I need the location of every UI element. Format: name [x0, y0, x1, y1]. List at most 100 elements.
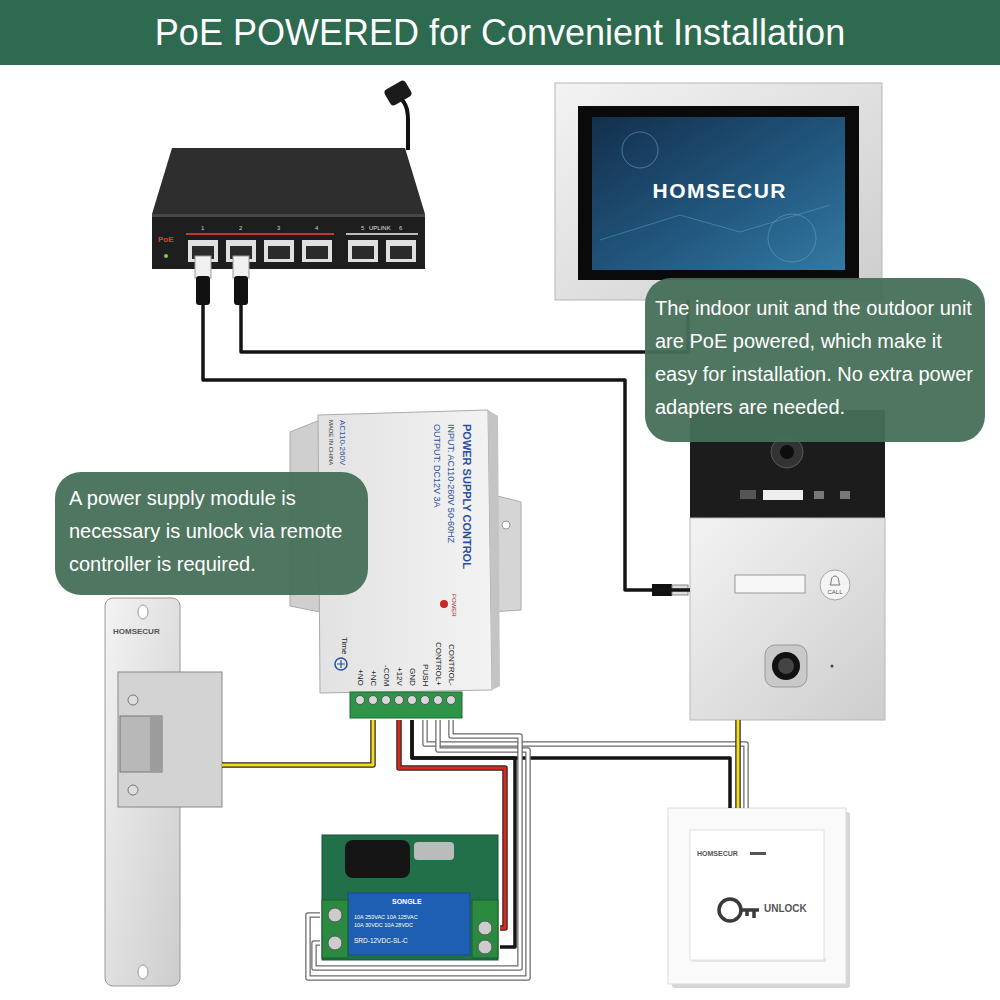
time-knob-mark — [337, 660, 345, 668]
wire — [222, 720, 373, 765]
light-strip — [763, 490, 803, 500]
antenna-coil — [345, 840, 410, 878]
screw-hole — [138, 965, 148, 979]
switch-edge — [152, 214, 425, 217]
mic-hole — [831, 665, 834, 668]
monitor-bezel — [578, 106, 859, 280]
knob-label: Time — [340, 637, 348, 654]
info-callout: A power supply module is necessary is un… — [55, 472, 368, 595]
switch-top — [152, 148, 425, 214]
port-number: 4 — [315, 225, 318, 231]
terminal-block — [350, 692, 462, 718]
terminal-screw — [478, 940, 492, 954]
fingerprint-reader — [765, 645, 807, 687]
terminal-screw — [382, 696, 391, 705]
rj45-boot — [234, 276, 248, 305]
relay-rating: 10A 30VDC 10A 28VDC — [354, 923, 413, 929]
rj45-plug — [195, 256, 211, 278]
terminal-label: +NO — [356, 669, 364, 686]
port-number: 2 — [239, 225, 242, 231]
terminal-screw — [478, 921, 492, 935]
relay-rating: 10A 250VAC 10A 125VAC — [354, 915, 418, 921]
rf-card-mark — [740, 490, 756, 499]
icon — [814, 491, 824, 499]
terminal-screw — [421, 696, 430, 705]
button-shadow — [672, 812, 850, 988]
wire-outline — [425, 720, 746, 808]
rj45-port — [302, 240, 332, 262]
terminal-screw — [369, 696, 378, 705]
terminal-label: GND — [408, 668, 416, 686]
relay-case — [348, 893, 470, 955]
psu-side — [488, 410, 500, 690]
key-icon — [741, 910, 759, 918]
indoor-monitor: HOMSECUR — [555, 83, 882, 300]
relay-model: SRD-12VDC-SL-C — [354, 938, 408, 945]
button-face — [690, 830, 824, 960]
screw-hole — [138, 605, 148, 619]
psu-spec: AC110-260V — [338, 420, 346, 465]
camera-lens — [780, 445, 794, 459]
rj45-plug — [233, 256, 249, 278]
icon — [840, 491, 850, 499]
outdoor-panel — [690, 518, 885, 720]
callout-text: The indoor unit and the outdoor unit are… — [655, 292, 973, 424]
status-led — [164, 254, 168, 258]
power-led — [440, 600, 448, 608]
strike-latch — [120, 716, 162, 772]
terminal-screw — [395, 696, 404, 705]
wire — [314, 720, 520, 968]
poe-label: PoE — [158, 236, 174, 244]
power-plug — [383, 79, 413, 107]
brand-logo: HOMSECUR — [697, 850, 738, 857]
terminal-label: +12V — [395, 667, 403, 686]
uplink-label: UPLINK — [369, 225, 391, 231]
brand-logo: HOMSECUR — [113, 628, 160, 636]
wire-outline — [735, 720, 741, 808]
fingerprint-sensor — [772, 652, 800, 680]
wire-outline — [314, 720, 520, 968]
callout-text: A power supply module is necessary is un… — [69, 482, 354, 581]
strike-latch-shade — [150, 716, 162, 772]
port-number: 1 — [201, 225, 204, 231]
strike-body — [118, 672, 222, 807]
rj45-port-hole — [306, 246, 328, 259]
terminal-screw — [356, 696, 365, 705]
terminal-screw — [434, 696, 443, 705]
screen-decor — [600, 205, 830, 240]
wire — [412, 720, 730, 808]
relay-terminal — [322, 900, 348, 958]
terminal-screw — [328, 908, 342, 922]
rj45-port — [348, 240, 378, 262]
title-bar: PoE POWERED for Convenient Installation — [0, 0, 1000, 65]
indicator — [750, 852, 766, 855]
brand-logo: HOMSECUR — [653, 180, 788, 201]
wire — [308, 720, 528, 978]
terminal-screw — [408, 696, 417, 705]
key-icon — [719, 899, 741, 921]
psu-heading: POWER SUPPLY CONTROL — [461, 424, 472, 569]
relay-brand: SONGLE — [392, 898, 422, 905]
electric-strike: HOMSECUR — [105, 598, 222, 986]
info-callout: The indoor unit and the outdoor unit are… — [645, 278, 985, 442]
power-cord — [398, 97, 408, 150]
poe-strip — [186, 233, 334, 235]
title-text: PoE POWERED for Convenient Installation — [155, 12, 845, 54]
uplink-strip — [346, 233, 418, 235]
button-label: UNLOCK — [764, 904, 807, 914]
wire — [241, 300, 688, 352]
terminal-screw — [447, 696, 456, 705]
terminal-label: PUSH — [421, 664, 429, 686]
terminal-label: CONTROL- — [447, 644, 455, 686]
exit-button: HOMSECUR UNLOCK — [668, 808, 846, 984]
switch-front — [152, 214, 425, 269]
button-plate — [668, 808, 846, 984]
terminal-label: CONTROL+ — [434, 642, 442, 686]
call-button — [820, 570, 850, 600]
wire — [737, 720, 740, 808]
rj45-port-hole — [352, 246, 374, 259]
relay-terminal — [472, 900, 498, 958]
fingerprint-sensor — [778, 658, 794, 674]
psu-spec: OUTPUT: DC12V 3A — [432, 424, 441, 508]
